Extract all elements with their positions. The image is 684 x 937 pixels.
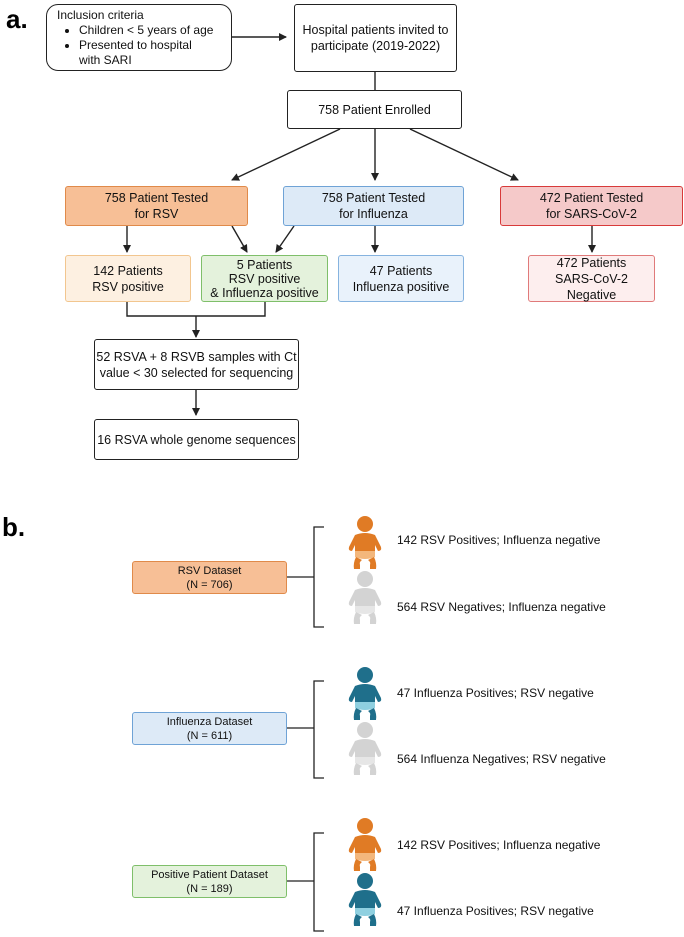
invited-box: Hospital patients invited to participate… xyxy=(294,4,457,72)
dataset-count: (N = 189) xyxy=(186,882,233,895)
flu-positive-line-2: Influenza positive xyxy=(352,279,450,294)
dataset-box-rsv-dataset: RSV Dataset(N = 706) xyxy=(132,561,287,594)
wgs-label: 16 RSVA whole genome sequences xyxy=(97,432,296,447)
panel-label-b: b. xyxy=(2,512,26,542)
tested-rsv-line-1: 758 Patient Tested xyxy=(104,191,209,205)
dataset-count: (N = 706) xyxy=(186,578,233,591)
arrow-rsv-to-coinf xyxy=(231,225,248,253)
coinfection-box: 5 Patients RSV positive & Influenza posi… xyxy=(201,255,328,302)
dataset-name: Positive Patient Dataset xyxy=(151,868,268,881)
tested-flu-line-2: for Influenza xyxy=(339,207,408,221)
group-label: 47 Influenza Positives; RSV negative xyxy=(397,904,594,918)
tested-rsv-box: 758 Patient Tested for RSV xyxy=(65,186,248,226)
baby-icon xyxy=(348,667,382,720)
coinfection-line-1: 5 Patients xyxy=(236,257,293,272)
inclusion-list: Children < 5 years of age Presented to h… xyxy=(57,23,213,53)
enrolled-box: 758 Patient Enrolled xyxy=(287,90,462,129)
dataset-box-influenza-dataset: Influenza Dataset(N = 611) xyxy=(132,712,287,745)
tested-sars-line-2: for SARS-CoV-2 xyxy=(545,207,637,221)
rsv-positive-box: 142 Patients RSV positive xyxy=(65,255,191,302)
tested-rsv-line-2: for RSV xyxy=(134,207,179,221)
group-label: 142 RSV Positives; Influenza negative xyxy=(397,533,601,547)
invited-line-1: Hospital patients invited to xyxy=(302,23,449,37)
baby-icon xyxy=(348,873,382,926)
wgs-box: 16 RSVA whole genome sequences xyxy=(94,419,299,460)
enrolled-label: 758 Patient Enrolled xyxy=(318,102,431,117)
dataset-name: RSV Dataset xyxy=(177,564,242,577)
inclusion-criteria-box: Inclusion criteria Children < 5 years of… xyxy=(46,4,232,71)
arrow-enrolled-to-rsv xyxy=(231,128,341,181)
coinfection-line-3: & Influenza positive xyxy=(210,285,319,300)
group-label: 142 RSV Positives; Influenza negative xyxy=(397,838,601,852)
sars-negative-line-1: 472 Patients xyxy=(556,255,627,270)
selected-line-2: value < 30 selected for sequencing xyxy=(99,365,294,380)
baby-icon xyxy=(348,516,382,569)
selected-sequencing-box: 52 RSVA + 8 RSVB samples with Ct value <… xyxy=(94,339,299,390)
baby-icon xyxy=(348,571,382,624)
panel-a-connectors xyxy=(123,33,596,416)
coinfection-line-2: RSV positive xyxy=(228,271,301,286)
baby-icon xyxy=(348,722,382,775)
sars-negative-line-2: SARS-CoV-2 Negative xyxy=(555,271,628,302)
tested-sars-line-1: 472 Patient Tested xyxy=(539,191,644,205)
rsv-positive-line-2: RSV positive xyxy=(92,279,164,294)
group-label: 564 RSV Negatives; Influenza negative xyxy=(397,600,606,614)
rsv-positive-line-1: 142 Patients xyxy=(93,263,163,278)
baby-icon xyxy=(348,818,382,871)
selected-line-1: 52 RSVA + 8 RSVB samples with Ct xyxy=(96,349,297,364)
flu-positive-box: 47 Patients Influenza positive xyxy=(338,255,464,302)
group-label: 564 Influenza Negatives; RSV negative xyxy=(397,752,606,766)
group-label: 47 Influenza Positives; RSV negative xyxy=(397,686,594,700)
tested-sars-box: 472 Patient Tested for SARS-CoV-2 xyxy=(500,186,683,226)
tested-flu-line-1: 758 Patient Tested xyxy=(321,191,426,205)
arrow-flu-to-coinf xyxy=(275,225,295,253)
bracket-path xyxy=(287,832,324,932)
tested-flu-box: 758 Patient Tested for Influenza xyxy=(283,186,464,226)
sars-negative-box: 472 Patients SARS-CoV-2 Negative xyxy=(528,255,655,302)
inclusion-bullet-continuation: with SARI xyxy=(79,52,132,67)
inclusion-title: Inclusion criteria xyxy=(57,7,144,22)
bracket-path xyxy=(287,526,324,628)
arrow-enrolled-to-sars xyxy=(409,128,519,181)
flu-positive-line-1: 47 Patients xyxy=(369,263,433,278)
inclusion-bullet: Children < 5 years of age xyxy=(79,23,213,38)
inclusion-bullet: Presented to hospital xyxy=(79,38,213,53)
dataset-count: (N = 611) xyxy=(186,729,233,742)
bracket-path xyxy=(287,680,324,779)
invited-line-2: participate (2019-2022) xyxy=(310,39,441,53)
dataset-box-positive-patient-dataset: Positive Patient Dataset(N = 189) xyxy=(132,865,287,898)
panel-label-a: a. xyxy=(6,4,28,34)
dataset-name: Influenza Dataset xyxy=(166,715,253,728)
